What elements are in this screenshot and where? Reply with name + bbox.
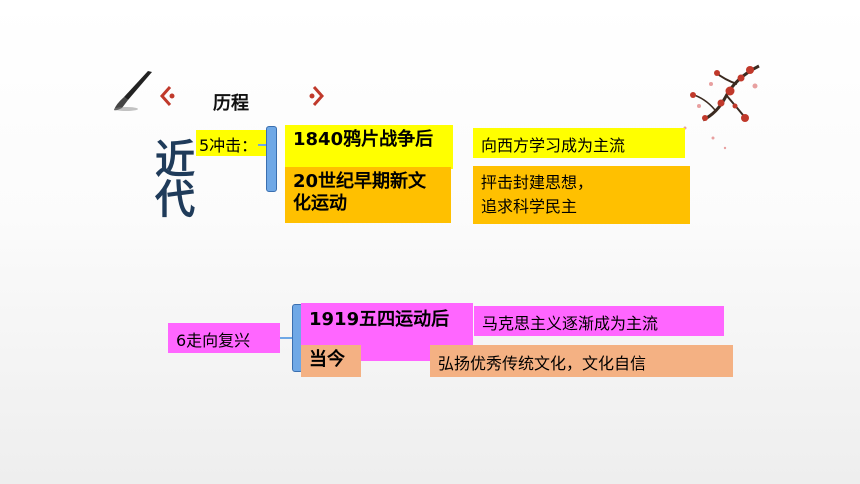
left-ornament-icon: [159, 86, 175, 106]
branch1-result-1: 向西方学习成为主流: [473, 128, 685, 158]
branch1-bracket: [266, 126, 277, 192]
branch1-event-2: 20世纪早期新文化运动: [285, 167, 451, 223]
brush-pen-icon: [114, 71, 152, 111]
branch2-result-1: 马克思主义逐渐成为主流: [474, 306, 724, 336]
section-label-text: 近代: [148, 138, 194, 218]
branch2-event-2: 当今: [301, 345, 361, 377]
branch1-label: 5冲击：: [196, 130, 266, 156]
branch1-connector: [258, 144, 266, 146]
branch2-label: 6走向复兴: [168, 323, 280, 353]
right-ornament-icon: [309, 86, 325, 106]
branch1-event-1-text: 1840鸦片战争后: [293, 129, 434, 150]
branch1-event-1: 1840鸦片战争后: [285, 125, 453, 169]
plum-blossom-branch-icon: [683, 64, 760, 150]
header-title: 历程: [213, 93, 249, 114]
branch2-result-2: 弘扬优秀传统文化，文化自信: [430, 345, 733, 377]
branch2-connector: [280, 337, 292, 339]
branch1-result-2: 抨击封建思想， 追求科学民主: [473, 166, 690, 224]
branch1-result-2-line1: 抨击封建思想，: [481, 173, 594, 192]
branch2-event-1-text: 1919五四运动后: [309, 309, 450, 330]
branch1-result-2-line2: 追求科学民主: [481, 197, 578, 216]
section-label: 近代: [148, 138, 200, 226]
